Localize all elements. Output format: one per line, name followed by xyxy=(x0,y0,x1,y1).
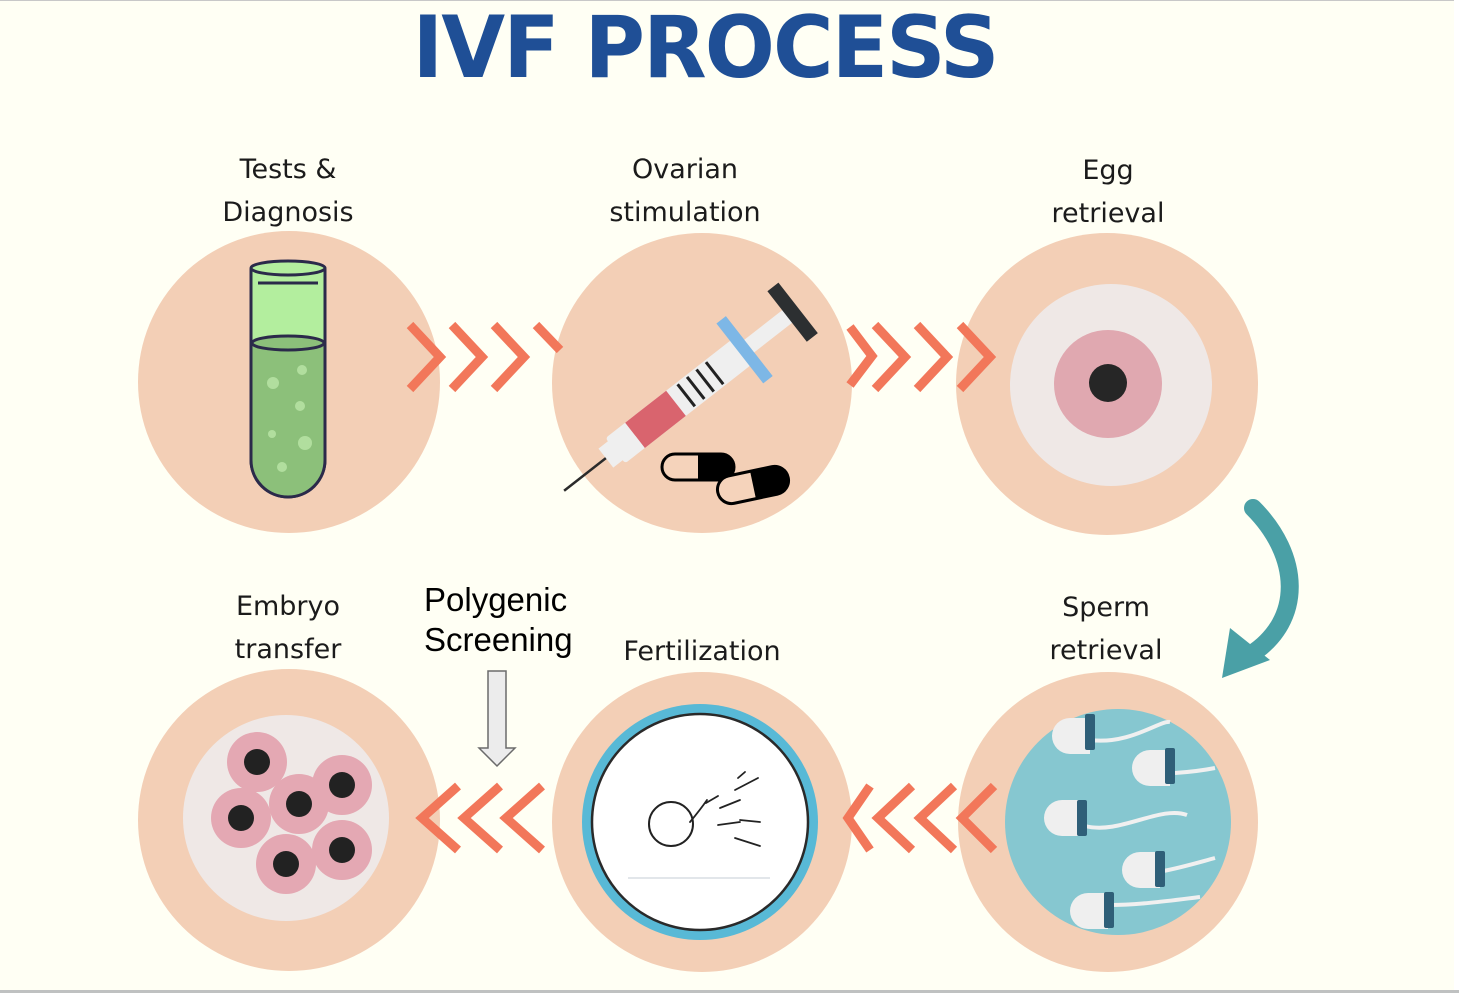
step-label-line1: Fertilization xyxy=(623,636,781,667)
step-label-fertilization: Fertilization xyxy=(552,630,852,673)
annotation-line1: Polygenic xyxy=(424,581,568,618)
capsules-icon xyxy=(660,452,791,506)
step-label-line1: Ovarian xyxy=(631,154,739,185)
fertilization-icon xyxy=(582,704,818,940)
chevron-right-icon xyxy=(871,321,912,393)
page-title: IVF PROCESS xyxy=(412,0,999,98)
step-label-line1: Embryo xyxy=(235,591,341,622)
polygenic-screening-label: Polygenic Screening xyxy=(424,580,573,660)
step-label-egg: Egg retrieval xyxy=(958,149,1258,235)
step-label-line2: stimulation xyxy=(609,197,761,228)
chevron-right-icon xyxy=(406,321,447,393)
embryo-cluster-icon xyxy=(183,715,389,921)
chevron-right-icon xyxy=(913,321,954,393)
step-label-line1: Egg xyxy=(1082,155,1134,186)
bottom-border xyxy=(0,990,1459,993)
chevron-left-icon xyxy=(499,782,545,854)
egg-cell-icon xyxy=(1010,284,1212,486)
chevrons-right-row1 xyxy=(406,321,997,393)
step-label-line2: Diagnosis xyxy=(222,197,354,228)
chevron-left-icon xyxy=(842,783,874,853)
chevron-right-icon xyxy=(846,324,878,388)
right-margin xyxy=(1454,0,1459,990)
chevron-left-icon xyxy=(955,782,998,854)
chevron-right-icon xyxy=(956,321,997,393)
down-arrow-icon xyxy=(477,670,517,768)
step-label-tests: Tests & Diagnosis xyxy=(138,148,438,234)
chevron-right-icon xyxy=(490,321,531,393)
chevron-left-icon xyxy=(913,782,958,854)
chevron-left-icon xyxy=(457,782,503,854)
step-label-line1: Sperm xyxy=(1062,592,1150,623)
sperm-cells-icon xyxy=(1005,709,1231,935)
step-label-embryo: Embryo transfer xyxy=(138,585,438,671)
step-label-line2: transfer xyxy=(234,634,342,665)
test-tube-icon xyxy=(249,259,327,499)
chevron-left-icon xyxy=(415,782,461,854)
step-label-line2: retrieval xyxy=(1049,635,1163,666)
step-label-line2: retrieval xyxy=(1051,198,1165,229)
chevron-right-icon xyxy=(532,321,564,354)
chevron-left-icon xyxy=(871,782,916,854)
step-label-sperm: Sperm retrieval xyxy=(956,586,1256,672)
step-label-ovarian: Ovarian stimulation xyxy=(535,148,835,234)
chevrons-left-row2 xyxy=(415,782,998,854)
step-label-line1: Tests & xyxy=(239,154,337,185)
chevron-right-icon xyxy=(448,321,489,393)
syringe-icon xyxy=(563,282,818,492)
annotation-line2: Screening xyxy=(424,621,573,658)
curved-down-arrow-icon xyxy=(1222,499,1299,678)
